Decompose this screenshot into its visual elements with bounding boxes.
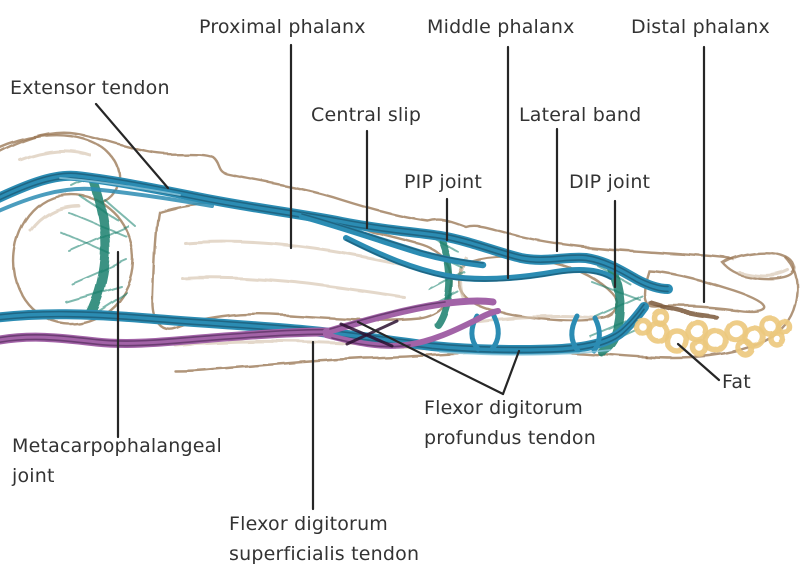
label-metacarpophalangeal-joint: Metacarpophalangeal joint [12, 435, 222, 487]
label-pip-joint: PIP joint [404, 171, 483, 193]
label-dip-joint: DIP joint [569, 171, 651, 193]
leader-fdp-2 [501, 349, 521, 396]
label-fat: Fat [722, 371, 751, 393]
label-flexor-digitorum-profundus-tendon: Flexor digitorum profundus tendon [424, 397, 597, 449]
leader-fdp-1 [356, 320, 505, 396]
label-flexor-digitorum-superficialis-tendon: Flexor digitorum superficialis tendon [229, 513, 420, 565]
label-extensor-tendon: Extensor tendon [10, 77, 170, 99]
label-lateral-band: Lateral band [519, 104, 642, 126]
lateral-band-graphic [343, 235, 614, 282]
label-central-slip: Central slip [311, 104, 422, 126]
bones-and-skin-outline [0, 131, 799, 373]
flexor-superficialis-graphic [0, 297, 501, 349]
skin-outline [0, 131, 735, 261]
label-proximal-phalanx: Proximal phalanx [199, 16, 366, 38]
label-middle-phalanx: Middle phalanx [427, 16, 575, 38]
fingernail [721, 251, 796, 280]
leader-fat [676, 342, 721, 382]
central-slip-graphic [298, 212, 487, 269]
extensor-tendon-graphic [0, 170, 673, 294]
label-distal-phalanx: Distal phalanx [631, 16, 770, 38]
leader-extensor-tendon [94, 102, 170, 190]
leader-lines [94, 43, 721, 511]
fat-pad-graphic [633, 308, 793, 358]
